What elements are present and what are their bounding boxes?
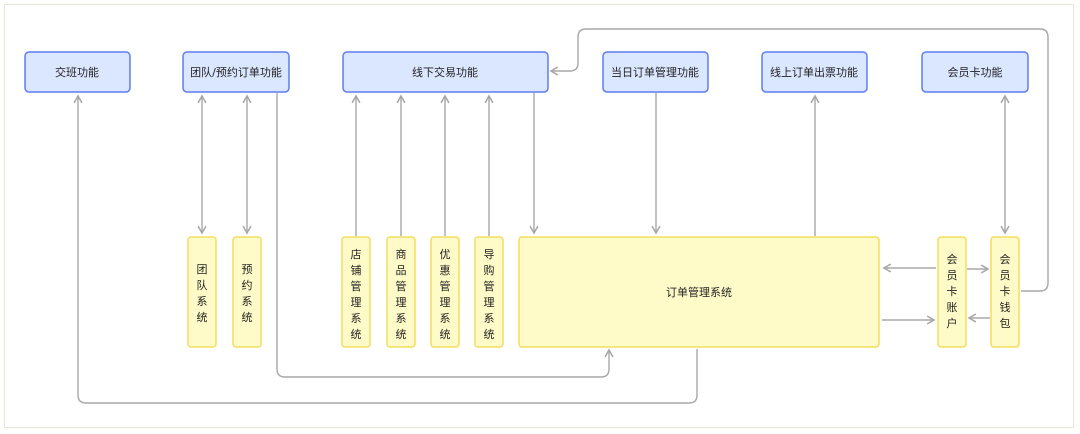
discount-system-char: 统: [440, 328, 451, 341]
booking-system-char: 约: [242, 279, 253, 292]
guide-system-char: 系: [484, 312, 495, 325]
arrow-orders-to-shift: [73, 94, 698, 404]
member-account-char: 员: [947, 269, 958, 282]
arrow-group-to-orders: [276, 93, 614, 378]
system-row: 团 队 系 统 预 约 系 统 店 铺 管 理 系 统 商 品 管 理 系 统 …: [187, 236, 1020, 348]
guide-system-char: 统: [484, 328, 495, 341]
store-system-char: 系: [351, 312, 362, 325]
store-system-char: 铺: [351, 264, 362, 277]
discount-system-char: 管: [440, 279, 451, 293]
team-system-char: 队: [197, 278, 208, 292]
guide-system-box: [474, 236, 504, 348]
team-system-char: 团: [197, 263, 208, 276]
goods-system-char: 理: [396, 296, 407, 309]
member-wallet-char: 钱: [1000, 300, 1011, 314]
booking-system-char: 系: [242, 295, 253, 308]
team-system-char: 统: [197, 311, 208, 324]
team-system-char: 系: [197, 295, 208, 308]
module-online-ticket-box: [761, 51, 868, 93]
store-system-char: 理: [351, 296, 362, 309]
module-shift-box: [24, 51, 131, 93]
member-wallet-char: 包: [1000, 317, 1011, 330]
module-member-card-box: [921, 51, 1029, 93]
booking-system-box: [232, 236, 262, 348]
store-system-char: 管: [351, 279, 362, 293]
guide-system-char: 管: [484, 279, 495, 293]
member-wallet-char: 员: [1000, 269, 1011, 282]
member-account-char: 户: [947, 316, 958, 330]
member-account-char: 会: [947, 253, 958, 266]
guide-system-char: 购: [484, 263, 495, 277]
module-offline-label: 线下交易功能: [412, 65, 478, 79]
goods-system-char: 系: [396, 312, 407, 325]
module-member-card-label: 会员卡功能: [948, 65, 1003, 79]
store-system-char: 店: [351, 247, 362, 261]
module-shift-label: 交班功能: [55, 65, 99, 79]
guide-system-char: 理: [484, 296, 495, 309]
module-group-booking-label: 团队/预约订单功能: [190, 65, 282, 79]
goods-system-char: 品: [396, 264, 407, 277]
module-daily-orders-box: [602, 51, 709, 93]
goods-system-char: 商: [396, 247, 407, 261]
store-system-char: 统: [351, 328, 362, 341]
goods-system-char: 管: [396, 279, 407, 293]
discount-system-char: 优: [440, 248, 451, 261]
member-account-char: 账: [947, 301, 958, 314]
store-system-box: [341, 236, 371, 348]
member-wallet-char: 卡: [1000, 285, 1011, 298]
member-account-box: [937, 236, 967, 348]
module-offline-box: [342, 51, 549, 93]
arrow-wallet-to-offline: [549, 28, 1049, 292]
discount-system-box: [430, 236, 460, 348]
module-online-ticket-label: 线上订单出票功能: [770, 65, 858, 79]
module-group-booking-box: [182, 51, 290, 93]
booking-system-char: 统: [242, 311, 253, 324]
discount-system-char: 系: [440, 312, 451, 325]
discount-system-char: 惠: [440, 263, 451, 277]
module-daily-orders-label: 当日订单管理功能: [611, 65, 699, 79]
team-system-box: [187, 236, 217, 348]
guide-system-char: 导: [484, 248, 495, 261]
goods-system-char: 统: [396, 328, 407, 341]
member-wallet-char: 会: [1000, 253, 1011, 266]
module-row: 交班功能 团队/预约订单功能 线下交易功能 当日订单管理功能 线上订单出票功能 …: [24, 51, 1029, 93]
member-account-char: 卡: [947, 285, 958, 298]
connectors: [73, 28, 1049, 404]
goods-system-box: [386, 236, 416, 348]
order-management-system-label: 订单管理系统: [666, 285, 732, 299]
booking-system-char: 预: [242, 263, 253, 276]
order-management-system-box: [518, 236, 880, 348]
discount-system-char: 理: [440, 296, 451, 309]
member-wallet-box: [990, 236, 1020, 348]
